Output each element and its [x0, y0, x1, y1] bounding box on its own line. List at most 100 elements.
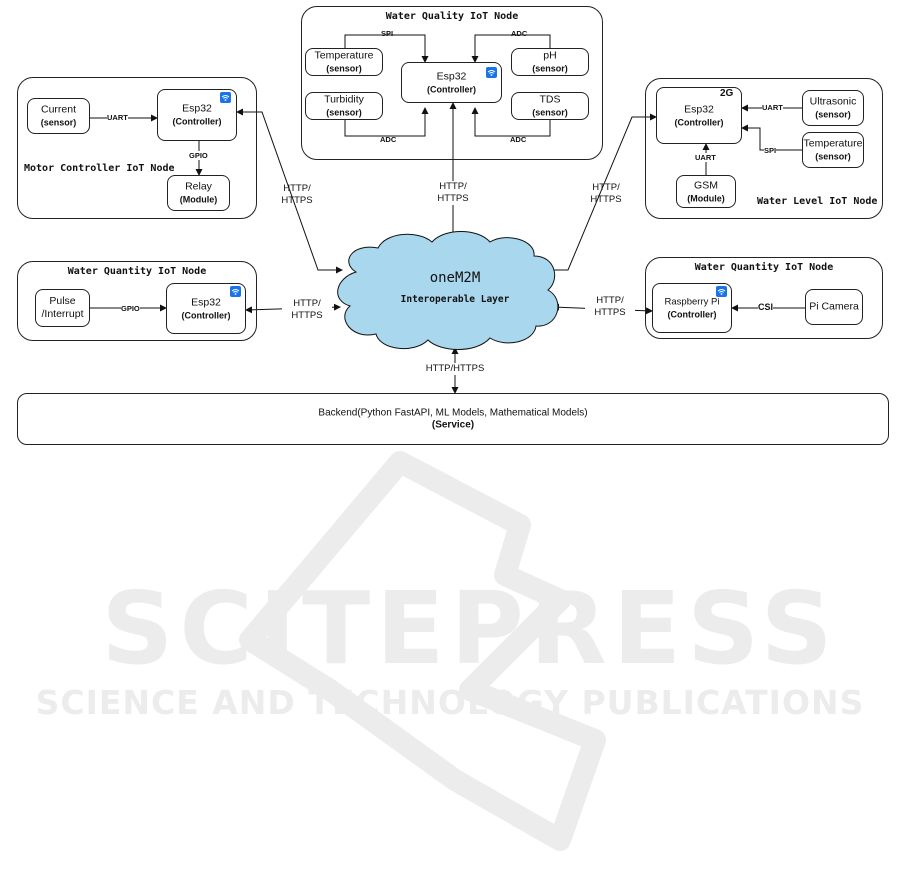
cellular-2g-icon: 2G [720, 88, 734, 99]
quality-controller: Esp32 (Controller) [401, 62, 502, 103]
level-controller-kind: (Controller) [674, 117, 724, 127]
quantity-left-http-l1: HTTP/ [293, 298, 321, 309]
level-http-l2: HTTPS [590, 194, 622, 205]
raspberry-pi-label: Raspberry Pi [664, 296, 720, 308]
wire-temperature-controller [344, 34, 429, 63]
wifi-icon [220, 92, 231, 103]
ph-label: pH [543, 49, 557, 62]
cloud-shape [337, 231, 559, 350]
link-level-cloud [543, 113, 657, 274]
water-quality-title: Water Quality IoT Node [385, 11, 519, 22]
wire-ph-controller [471, 34, 551, 63]
quality-spi-label: SPI [381, 29, 394, 38]
ultrasonic-sensor: Ultrasonic(sensor) [802, 90, 864, 126]
ultrasonic-label: Ultrasonic [809, 95, 857, 108]
temperature-kind: (sensor) [326, 63, 362, 74]
backend-title: Backend(Python FastAPI, ML Models, Mathe… [318, 407, 588, 419]
temperature-label: Temperature [314, 49, 374, 62]
quality-controller-kind: (Controller) [427, 84, 476, 94]
current-kind: (sensor) [40, 117, 77, 128]
current-sensor: Current(sensor) [27, 98, 90, 134]
gsm-module: GSM (Module) [676, 175, 736, 208]
pi-camera-label: Pi Camera [809, 300, 859, 313]
quantity-left-http-label: HTTP/ HTTPS [282, 298, 332, 322]
wifi-icon [486, 67, 497, 78]
motor-controller-label: Esp32 [182, 102, 212, 115]
backend-http-label: HTTP/HTTPS [412, 363, 498, 375]
motor-gpio-label: GPIO [189, 151, 208, 160]
wifi-icon [716, 286, 727, 297]
water-quantity-right-title: Water Quantity IoT Node [694, 262, 834, 273]
backend-kind: (Service) [431, 419, 475, 431]
motor-uart-label: UART [107, 113, 128, 122]
motor-controller-kind: (Controller) [172, 116, 222, 127]
level-temperature-label: Temperature [803, 137, 863, 150]
quality-http-l1: HTTP/ [439, 181, 467, 192]
level-uart-down-label: UART [695, 153, 716, 162]
ph-kind: (sensor) [532, 63, 568, 74]
raspberry-pi-kind: (Controller) [667, 309, 717, 320]
quantity-left-controller-kind: (Controller) [181, 310, 231, 320]
quality-adc-left-label: ADC [380, 135, 397, 144]
watermark-subtitle: SCIENCE AND TECHNOLOGY PUBLICATIONS [35, 683, 865, 722]
level-http-l1: HTTP/ [592, 182, 620, 193]
gsm-label: GSM [694, 179, 718, 191]
quality-controller-label: Esp32 [436, 70, 467, 82]
cloud-subtitle: Interoperable Layer [400, 294, 510, 305]
quality-adc-top-label: ADC [511, 29, 528, 38]
quality-adc-right-label: ADC [510, 135, 527, 144]
link-motor-cloud [236, 108, 343, 274]
gsm-kind: (Module) [687, 193, 725, 203]
turbidity-kind: (sensor) [326, 107, 362, 118]
wifi-icon [230, 286, 241, 297]
cloud-title: oneM2M [429, 270, 481, 286]
wire-temperature-controller-level [741, 124, 802, 151]
level-uart-side-label: UART [762, 103, 783, 112]
level-controller: Esp32 (Controller) [656, 87, 742, 144]
backend-service: Backend(Python FastAPI, ML Models, Mathe… [17, 393, 889, 445]
level-http-label: HTTP/ HTTPS [581, 182, 631, 206]
quantity-right-http-l1: HTTP/ [596, 295, 624, 306]
pulse-label: Pulse [49, 295, 76, 307]
relay-label: Relay [185, 180, 212, 193]
water-level-title: Water Level IoT Node [757, 196, 878, 207]
motor-http-l1: HTTP/ [283, 183, 311, 194]
quantity-right-http-l2: HTTPS [594, 307, 626, 318]
water-quantity-right-node: Water Quantity IoT Node [645, 257, 883, 339]
relay-kind: (Module) [179, 194, 218, 205]
quantity-left-controller-label: Esp32 [191, 296, 221, 308]
level-temperature-sensor: Temperature(sensor) [802, 132, 864, 168]
turbidity-sensor: Turbidity(sensor) [305, 92, 383, 120]
turbidity-label: Turbidity [324, 93, 364, 106]
level-controller-label: Esp32 [684, 103, 714, 115]
level-spi-label: SPI [764, 146, 777, 155]
water-quantity-left-title: Water Quantity IoT Node [67, 266, 207, 277]
csi-label: CSI [758, 302, 774, 312]
quality-http-l2: HTTPS [437, 193, 469, 204]
watermark-title: SCITEPRESS [101, 570, 839, 687]
water-quality-node: Water Quality IoT Node [301, 6, 603, 160]
motor-controller-node [17, 77, 257, 219]
interrupt-label: /Interrupt [41, 308, 84, 320]
motor-http-label: HTTP/ HTTPS [272, 183, 322, 207]
quantity-left-http-l2: HTTPS [291, 310, 323, 321]
wire-turbidity-controller [344, 107, 429, 137]
tds-label: TDS [539, 93, 561, 106]
tds-kind: (sensor) [532, 107, 568, 118]
current-label: Current [40, 103, 76, 116]
level-temperature-kind: (sensor) [815, 151, 851, 162]
tds-sensor: TDS(sensor) [511, 92, 589, 120]
water-quantity-left-node: Water Quantity IoT Node [17, 261, 257, 341]
quantity-right-http-label: HTTP/ HTTPS [585, 295, 635, 319]
ultrasonic-kind: (sensor) [815, 109, 851, 120]
motor-http-l2: HTTPS [281, 195, 313, 206]
quantity-left-gpio-label: GPIO [121, 304, 140, 313]
temperature-sensor: Temperature(sensor) [305, 48, 383, 76]
water-level-node [645, 78, 883, 219]
quality-http-label: HTTP/ HTTPS [428, 181, 478, 205]
relay-module: Relay(Module) [167, 175, 230, 211]
motor-controller-title: Motor Controller IoT Node [24, 163, 175, 174]
pulse-interrupt: Pulse/Interrupt [35, 289, 90, 327]
pi-camera: Pi Camera [805, 289, 863, 325]
